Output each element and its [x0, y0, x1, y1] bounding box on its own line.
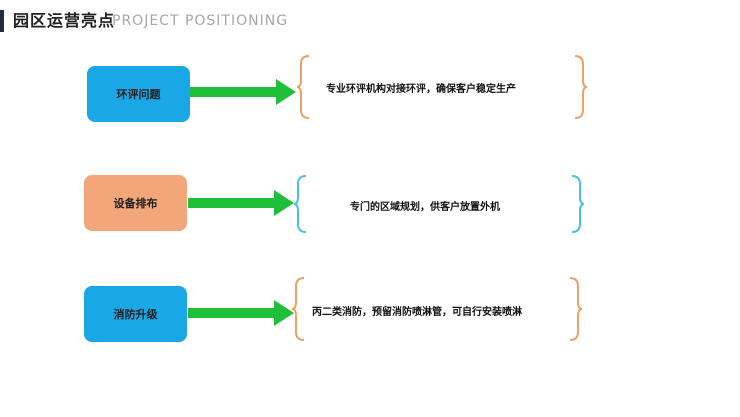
bracket-icon [292, 277, 582, 341]
topic-description: 专门的区域规划，供客户放置外机 [350, 202, 500, 213]
page-subtitle: PROJECT POSITIONING [112, 13, 289, 29]
arrow-icon [188, 300, 294, 326]
topic-box-environmental: 环评问题 [87, 66, 190, 122]
topic-label: 消防升级 [113, 308, 158, 321]
arrow-icon [188, 190, 294, 216]
topic-description: 丙二类消防，预留消防喷淋管，可自行安装喷淋 [312, 307, 522, 318]
page-title: 园区运营亮点 [13, 11, 116, 30]
topic-label: 设备排布 [113, 197, 158, 210]
header-accent-bar [0, 10, 4, 32]
bracket-icon [297, 55, 587, 119]
header: 园区运营亮点 PROJECT POSITIONING [0, 8, 740, 34]
topic-description: 专业环评机构对接环评，确保客户稳定生产 [326, 84, 516, 95]
bracket-icon [294, 175, 584, 233]
topic-label: 环评问题 [116, 88, 161, 101]
topic-box-fire-protection: 消防升级 [84, 286, 187, 342]
arrow-icon [190, 79, 296, 105]
topic-box-equipment: 设备排布 [84, 175, 187, 231]
